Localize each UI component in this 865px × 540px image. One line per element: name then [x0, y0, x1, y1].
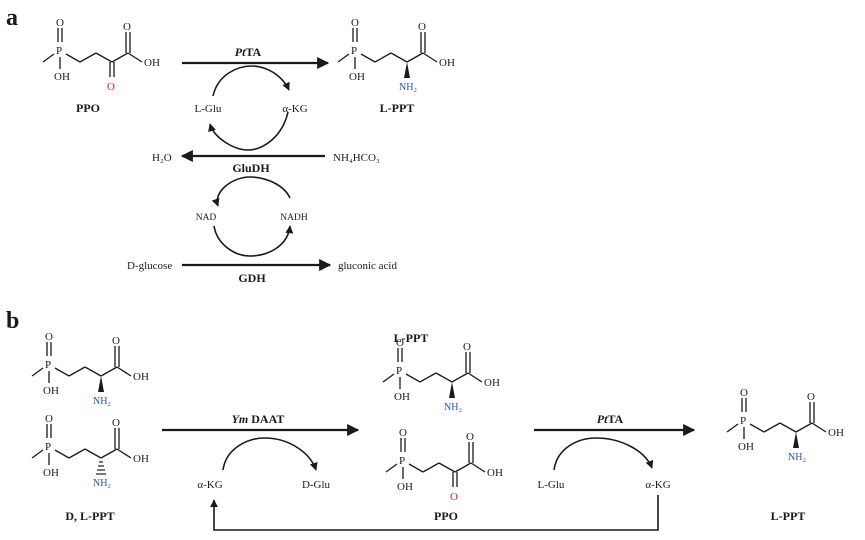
middle-ppo-structure: O P OH O OH O: [385, 427, 503, 503]
phosphorus-atom: P: [56, 45, 62, 57]
enzyme-ptta-b: PtTA: [597, 412, 624, 426]
nad-arc-in: [213, 225, 294, 257]
akg-out-label-b: α-KG: [645, 479, 670, 491]
lglu-label-a: L-Glu: [195, 103, 222, 115]
lppt-structure-a: O P OH O OH NH₂: [337, 17, 455, 93]
phosphorus-atom: P: [351, 45, 357, 57]
carboxyl-hydroxyl: OH: [439, 57, 455, 69]
carboxyl-hydroxyl: OH: [484, 377, 500, 389]
amine-group: NH₂: [93, 478, 111, 489]
wedge-bond: [404, 62, 410, 78]
amine-group: NH₂: [93, 396, 111, 407]
ppo-label-a: PPO: [76, 101, 100, 115]
amine-group: NH₂: [788, 452, 806, 463]
carboxyl-hydroxyl: OH: [144, 57, 160, 69]
racemate-dppt-structure: O P OH O OH NH₂: [31, 413, 149, 489]
ptta-cofactor-arc: [553, 437, 654, 471]
phosphorus-atom: P: [396, 365, 402, 377]
gluconic-acid-label: gluconic acid: [338, 260, 397, 272]
nad-arc-out: [211, 176, 291, 207]
daat-cofactor-arc: [222, 437, 318, 471]
phosphoryl-oxygen: O: [56, 17, 64, 29]
nadh-label: NADH: [280, 213, 308, 223]
phosphoryl-oxygen: O: [45, 413, 53, 425]
middle-lppt-label: L-PPT: [394, 331, 429, 345]
enzyme-ptta-a: PtTA: [235, 45, 262, 59]
phosphoryl-oxygen: O: [740, 387, 748, 399]
middle-lppt-structure: O P OH O OH NH₂: [382, 337, 500, 413]
nad-label: NAD: [196, 213, 217, 223]
enzyme-gdh: GDH: [238, 271, 266, 285]
keto-oxygen: O: [107, 81, 115, 93]
dglu-label-b: D-Glu: [302, 479, 331, 491]
carbonyl-oxygen: O: [112, 335, 120, 347]
phosphorus-atom: P: [740, 415, 746, 427]
carbonyl-oxygen: O: [112, 417, 120, 429]
phosphorus-atom: P: [45, 441, 51, 453]
akg-recycle-loop: [210, 495, 659, 531]
dglucose-label: D-glucose: [127, 260, 172, 272]
carbonyl-oxygen: O: [807, 391, 815, 403]
ta-cofactor-arc-out: [212, 65, 290, 97]
phosphoryl-oxygen: O: [351, 17, 359, 29]
phosphinate-hydroxyl: OH: [349, 71, 365, 83]
ppo-structure-a: O P OH O OH O: [42, 17, 160, 93]
phosphorus-atom: P: [45, 359, 51, 371]
carboxyl-hydroxyl: OH: [487, 467, 503, 479]
carboxyl-hydroxyl: OH: [133, 371, 149, 383]
middle-ppo-label: PPO: [434, 509, 458, 523]
akg-label-a: α-KG: [282, 103, 307, 115]
lppt-label-a: L-PPT: [380, 101, 415, 115]
enzyme-ymdaat: Ym DAAT: [232, 412, 285, 426]
carboxyl-hydroxyl: OH: [828, 427, 844, 439]
final-lppt-structure: O P OH O OH NH₂: [726, 387, 844, 463]
phosphinate-hydroxyl: OH: [43, 385, 59, 397]
water-label: H₂O: [152, 152, 172, 164]
phosphinate-hydroxyl: OH: [43, 467, 59, 479]
keto-oxygen: O: [450, 491, 458, 503]
phosphorus-atom: P: [399, 455, 405, 467]
akg-in-label-b: α-KG: [197, 479, 222, 491]
phosphinate-hydroxyl: OH: [54, 71, 70, 83]
carbonyl-oxygen: O: [463, 341, 471, 353]
racemate-lppt-structure: O P OH O OH NH₂: [31, 331, 149, 407]
phosphoryl-oxygen: O: [45, 331, 53, 343]
panel-label-b: b: [6, 308, 19, 334]
racemate-label: D, L-PPT: [65, 509, 114, 523]
phosphinate-hydroxyl: OH: [738, 441, 754, 453]
enzyme-gludh: GluDH: [232, 161, 270, 175]
amine-group: NH₂: [444, 402, 462, 413]
carboxyl-hydroxyl: OH: [133, 453, 149, 465]
wedge-bond: [98, 376, 104, 392]
phosphoryl-oxygen: O: [399, 427, 407, 439]
wedge-bond: [449, 382, 455, 398]
panel-label-a: a: [6, 5, 18, 31]
lglu-label-b: L-Glu: [538, 479, 565, 491]
phosphinate-hydroxyl: OH: [394, 391, 410, 403]
atom-labels: O P OH O OH O: [54, 17, 160, 93]
carbonyl-oxygen: O: [418, 21, 426, 33]
nh4hco3-label: NH₄HCO₃: [333, 152, 380, 164]
final-lppt-label: L-PPT: [771, 509, 806, 523]
phosphinate-hydroxyl: OH: [397, 481, 413, 493]
amine-group: NH₂: [399, 82, 417, 93]
carbonyl-oxygen: O: [123, 21, 131, 33]
carbonyl-oxygen: O: [466, 431, 474, 443]
ta-cofactor-arc-in: [208, 111, 289, 151]
wedge-bond: [793, 432, 799, 448]
phosphoryl-oxygen: O: [396, 337, 404, 349]
